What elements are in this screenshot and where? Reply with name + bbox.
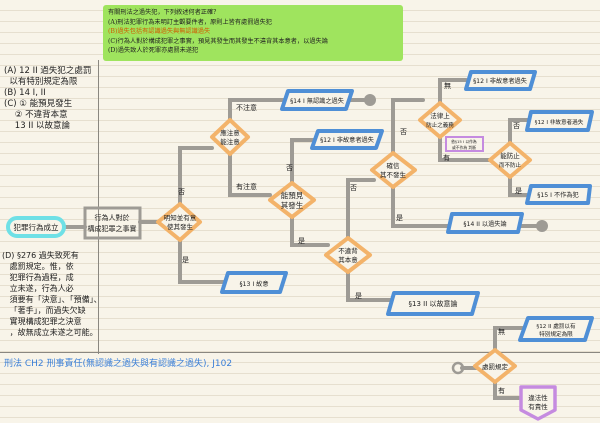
result-12ii: §12 II 處罰以有 — [536, 322, 576, 330]
decision-intent: 使其發生 — [167, 222, 194, 231]
edge-label: 是 — [298, 237, 305, 245]
fact-label: 行為人對於 — [95, 213, 130, 222]
memo-text: 依§15 I 以作為 — [451, 139, 477, 144]
connectors — [60, 78, 540, 400]
edge-label: 有注意 — [236, 182, 257, 191]
edge-label: 無 — [444, 81, 451, 90]
end-circle — [364, 94, 376, 106]
loop-circle — [451, 361, 465, 375]
notes-bottom: (D) §276 過失致死有 處罰規定。惟，依 犯罪行為過程，成 立未遂，行為人… — [2, 251, 102, 337]
edge-label: 是 — [396, 214, 403, 222]
decision-shapes — [156, 101, 532, 384]
next-step-label: 違法性 — [528, 393, 548, 402]
decision-foresee: 能預見 — [281, 190, 304, 200]
next-step-label: 有責性 — [528, 402, 548, 411]
memo-note: 依§15 I 以作為 或不作為 判斷 — [445, 136, 484, 152]
edge-label: 有 — [498, 386, 505, 395]
result-14i: §14 I 無認識之過失 — [290, 97, 344, 105]
edge-label: 是 — [182, 256, 189, 264]
result-labels: §14 I 無認識之過失 §12 I 非故意者過失 §13 I 故意 §13 I… — [239, 77, 583, 338]
notes-top: (A) 12 II 過失犯之處罰 以有特別規定為限 (B) 14 I, II (… — [4, 66, 92, 131]
decision-duty: 防止之義務 — [426, 121, 454, 129]
edge-label: 否 — [178, 188, 185, 196]
decision-labels: 明知並有意 使其發生 應注意 能注意 能預見 其發生 不違背 其本意 確信 其不… — [164, 111, 522, 371]
option-a: (A)刑法犯罪行為未明訂主觀要件者，原則上皆有處罰過失犯 — [108, 18, 272, 26]
edge-label: 有 — [443, 153, 450, 162]
decision-foresee: 其發生 — [281, 200, 304, 210]
edge-label: 否 — [350, 184, 357, 192]
option-b: (B)過失包括有認識過失與無認識過失 — [108, 28, 211, 36]
start-label: 犯罪行為成立 — [14, 222, 59, 232]
next-step-shield: 違法性 有責性 — [519, 385, 557, 421]
edge-labels: 不注意 有注意 否 是 否 是 否 是 無 有 否 否 是 是 無 有 — [178, 81, 522, 395]
edge-label: 無 — [498, 327, 505, 336]
result-12i: §12 I 非故意者過失 — [473, 77, 527, 85]
memo-text: 或不作為 判斷 — [452, 145, 476, 150]
edge-label: 否 — [400, 128, 407, 136]
question-stem: 有關刑法之過失犯，下列敘述何者正確？ — [108, 9, 220, 16]
result-14ii: §14 II 以過失論 — [463, 220, 506, 228]
decision-prevent: 而不防止 — [499, 161, 522, 169]
result-13i: §13 I 故意 — [239, 280, 268, 288]
edge-label: 否 — [286, 164, 293, 172]
result-15i: §15 I 不作為犯 — [537, 191, 578, 199]
edge-label: 不注意 — [236, 103, 257, 112]
fact-label: 構成犯罪之事實 — [88, 224, 137, 233]
decision-not-against: 不違背 — [338, 246, 358, 255]
result-12ii: 特別規定為限 — [539, 330, 573, 338]
result-13ii: §13 II 以故意論 — [409, 299, 458, 308]
option-d: (D)過失致人於死罪亦處罰未遂犯 — [108, 47, 199, 55]
edge-label: 是 — [515, 187, 522, 195]
edge-label: 否 — [513, 122, 520, 130]
fact-box: 行為人對於 構成犯罪之事實 — [83, 206, 142, 240]
decision-confident: 確信 — [387, 161, 401, 170]
end-circle — [536, 220, 548, 232]
decision-duty: 法律上 — [430, 111, 450, 120]
decision-not-against: 其本意 — [338, 255, 358, 264]
option-c: (C)行為人對於構成犯罪之事實，預見其發生而其發生不違背其本意者，以過失論 — [108, 37, 328, 45]
decision-punish: 處罰規定 — [482, 362, 509, 371]
question-box: 有關刑法之過失犯，下列敘述何者正確？ (A)刑法犯罪行為未明訂主觀要件者，原則上… — [103, 5, 403, 61]
start-node: 犯罪行為成立 — [6, 216, 66, 238]
decision-prevent: 能防止 — [500, 151, 520, 160]
decision-care: 應注意 — [220, 128, 240, 137]
decision-confident: 其不發生 — [380, 170, 407, 179]
footer-title: 刑法 CH2 刑事責任(無認識之過失與有認識之過失), J102 — [4, 359, 233, 369]
result-shapes — [220, 70, 594, 342]
section-divider — [0, 352, 600, 353]
edge-label: 是 — [355, 292, 362, 300]
result-12i: §12 I 非故意者過失 — [535, 118, 584, 126]
result-12i: §12 I 非故意者過失 — [320, 136, 374, 144]
decision-care: 能注意 — [220, 137, 240, 146]
decision-intent: 明知並有意 — [164, 213, 197, 222]
